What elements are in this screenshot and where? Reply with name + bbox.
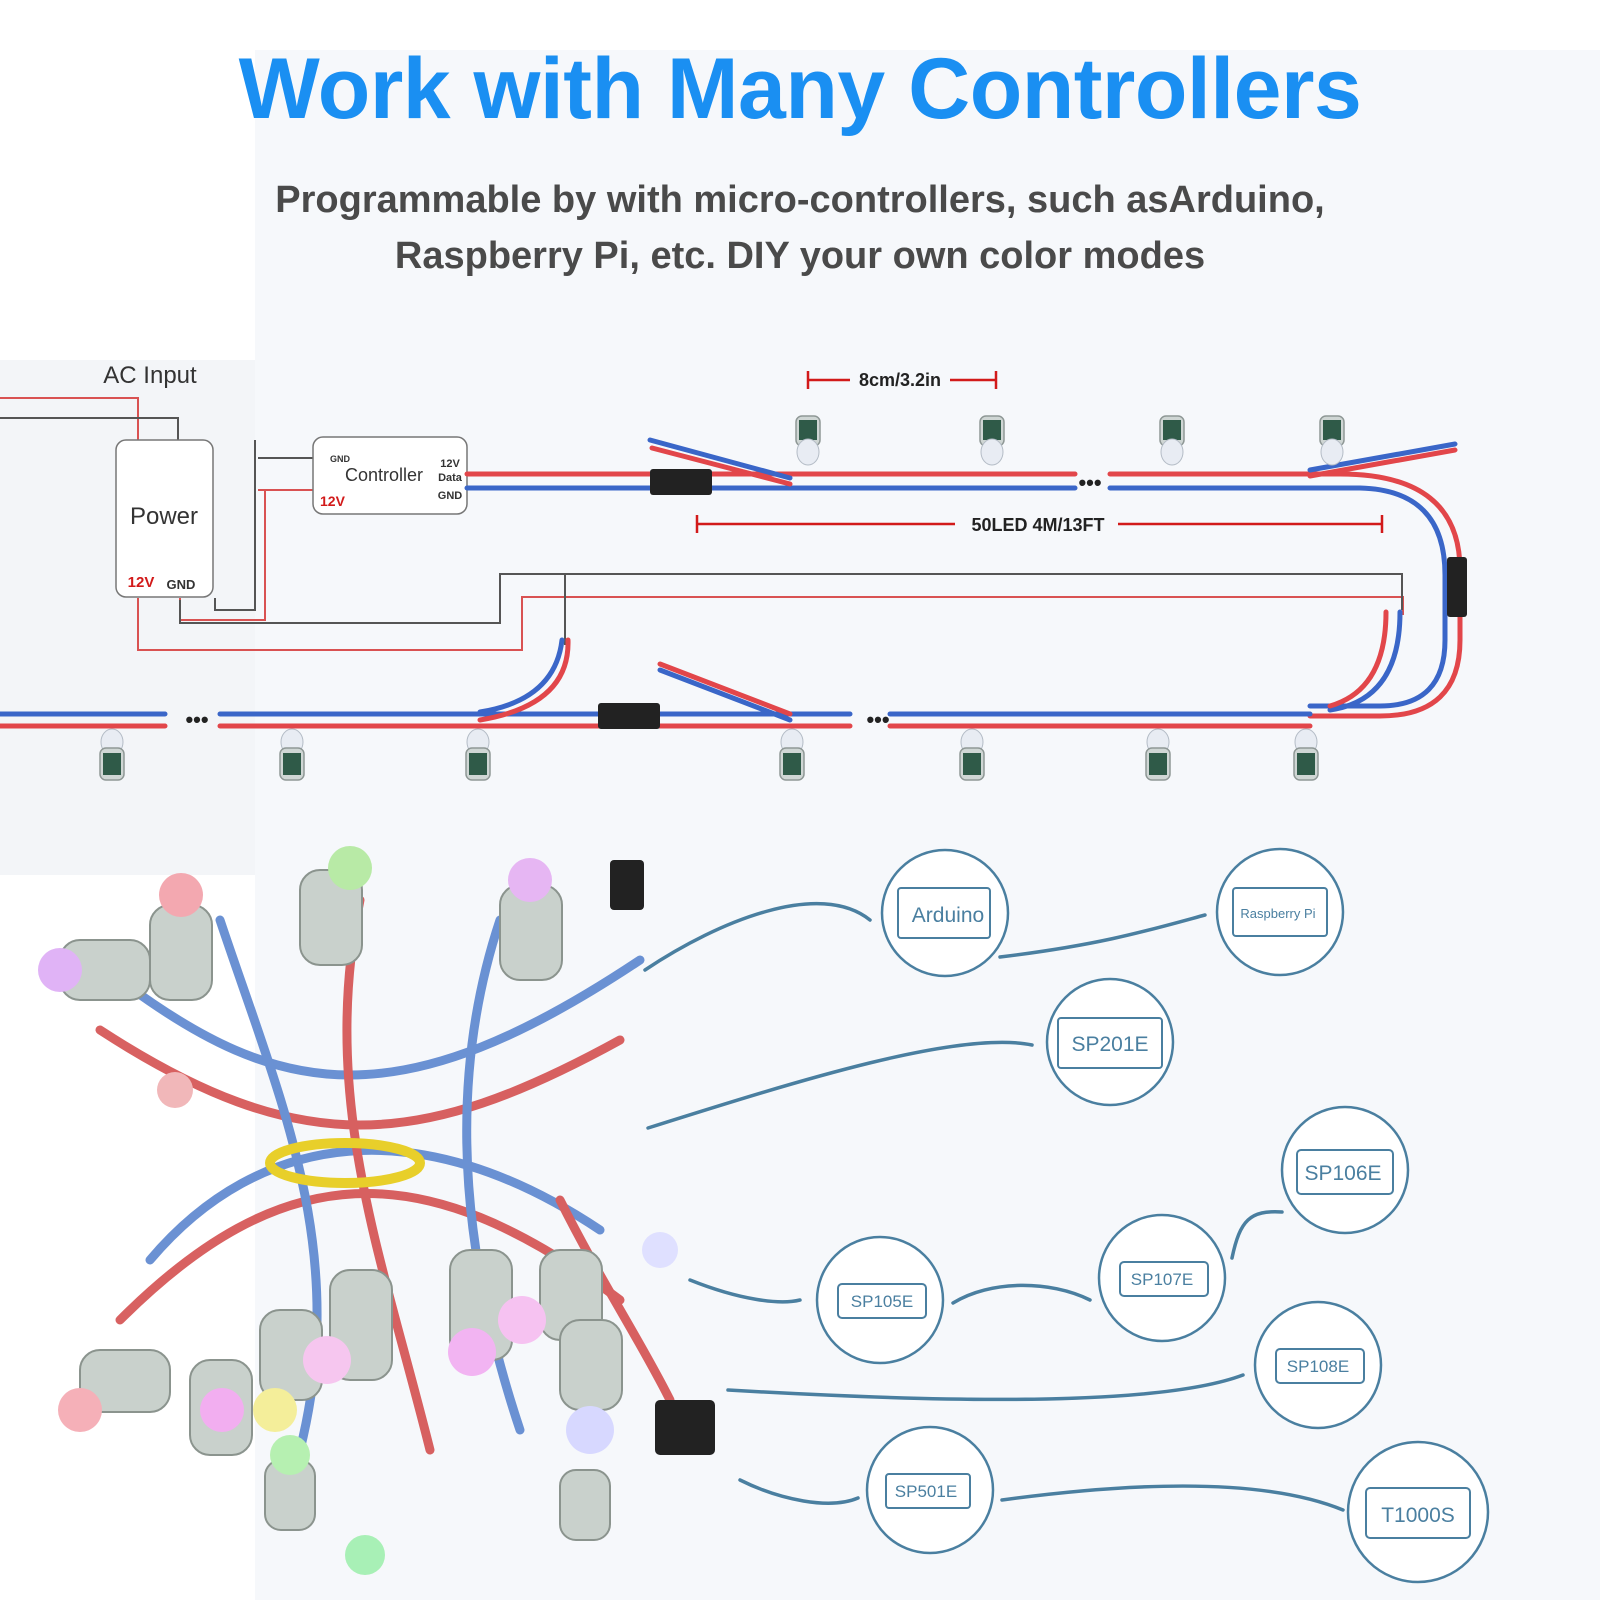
subtitle-line-2: Raspberry Pi, etc. DIY your own color mo…	[394, 235, 1206, 277]
subtitle-line-1: Programmable by with micro-controllers, …	[275, 179, 1325, 221]
strip-ellipsis-right: •••	[866, 707, 889, 732]
page-subtitle: Programmable by with micro-controllers, …	[200, 172, 1400, 284]
ctrl-gnd-label: GND	[330, 454, 351, 464]
controller-t1000s: T1000S	[1346, 1440, 1490, 1584]
ctrl-12v-label: 12V	[320, 493, 346, 509]
controller-label-sp106e: SP106E	[1304, 1162, 1381, 1185]
ctrl-12v-out-label: 12V	[440, 458, 460, 470]
ctrl-data-label: Data	[438, 472, 463, 484]
page-title: Work with Many Controllers	[238, 41, 1362, 137]
controller-sp107e: SP107E	[1097, 1213, 1227, 1343]
led-row-bottom	[99, 728, 1319, 781]
led-cluster-illustration	[38, 846, 715, 1575]
controller-label-t1000s: T1000S	[1381, 1504, 1455, 1527]
controller-label-sp201e: SP201E	[1071, 1033, 1148, 1056]
power-supply: Power 12V GND	[115, 439, 214, 598]
controller-arduino: Arduino	[880, 848, 1010, 978]
led-strip-wires	[0, 437, 1463, 729]
controller-sp501e: SP501E	[865, 1425, 995, 1555]
controller-label: Controller	[345, 465, 423, 485]
power-12v-label: 12V	[128, 574, 155, 591]
led-row-top	[795, 415, 1345, 466]
controller-label-sp107e: SP107E	[1131, 1270, 1193, 1289]
controller-links	[643, 901, 1345, 1512]
controller-sp108e: SP108E	[1253, 1300, 1383, 1430]
ctrl-gnd-out-label: GND	[438, 490, 463, 502]
strip-ellipsis-left: •••	[185, 707, 208, 732]
connector-bottom	[598, 703, 660, 729]
controller-label-sp105e: SP105E	[851, 1292, 913, 1311]
controller-sp105e: SP105E	[815, 1235, 945, 1365]
control-wires	[0, 397, 1404, 651]
controller-raspberry-pi: Raspberry Pi	[1215, 847, 1345, 977]
spacing-label: 8cm/3.2in	[859, 370, 941, 390]
length-dimension: 50LED 4M/13FT	[695, 515, 1384, 535]
controller-label-arduino: Arduino	[912, 904, 984, 927]
controller-label-sp108e: SP108E	[1287, 1357, 1349, 1376]
ac-input-label: AC Input	[103, 362, 197, 389]
length-label: 50LED 4M/13FT	[971, 515, 1104, 535]
connector-top	[650, 469, 712, 495]
controller-box: GND Controller 12V 12V Data GND	[312, 436, 468, 515]
spacing-dimension: 8cm/3.2in	[806, 370, 998, 390]
controller-label-sp501e: SP501E	[895, 1482, 957, 1501]
controller-nodes: Arduino Raspberry Pi SP201E SP106E SP107…	[815, 847, 1490, 1584]
power-label: Power	[130, 503, 198, 530]
connector-right	[1447, 557, 1467, 617]
controller-label-raspberry-pi: Raspberry Pi	[1240, 906, 1315, 921]
strip-ellipsis-top: •••	[1078, 470, 1101, 495]
power-gnd-label: GND	[167, 577, 196, 592]
controller-sp106e: SP106E	[1280, 1105, 1410, 1235]
controller-sp201e: SP201E	[1045, 977, 1175, 1107]
